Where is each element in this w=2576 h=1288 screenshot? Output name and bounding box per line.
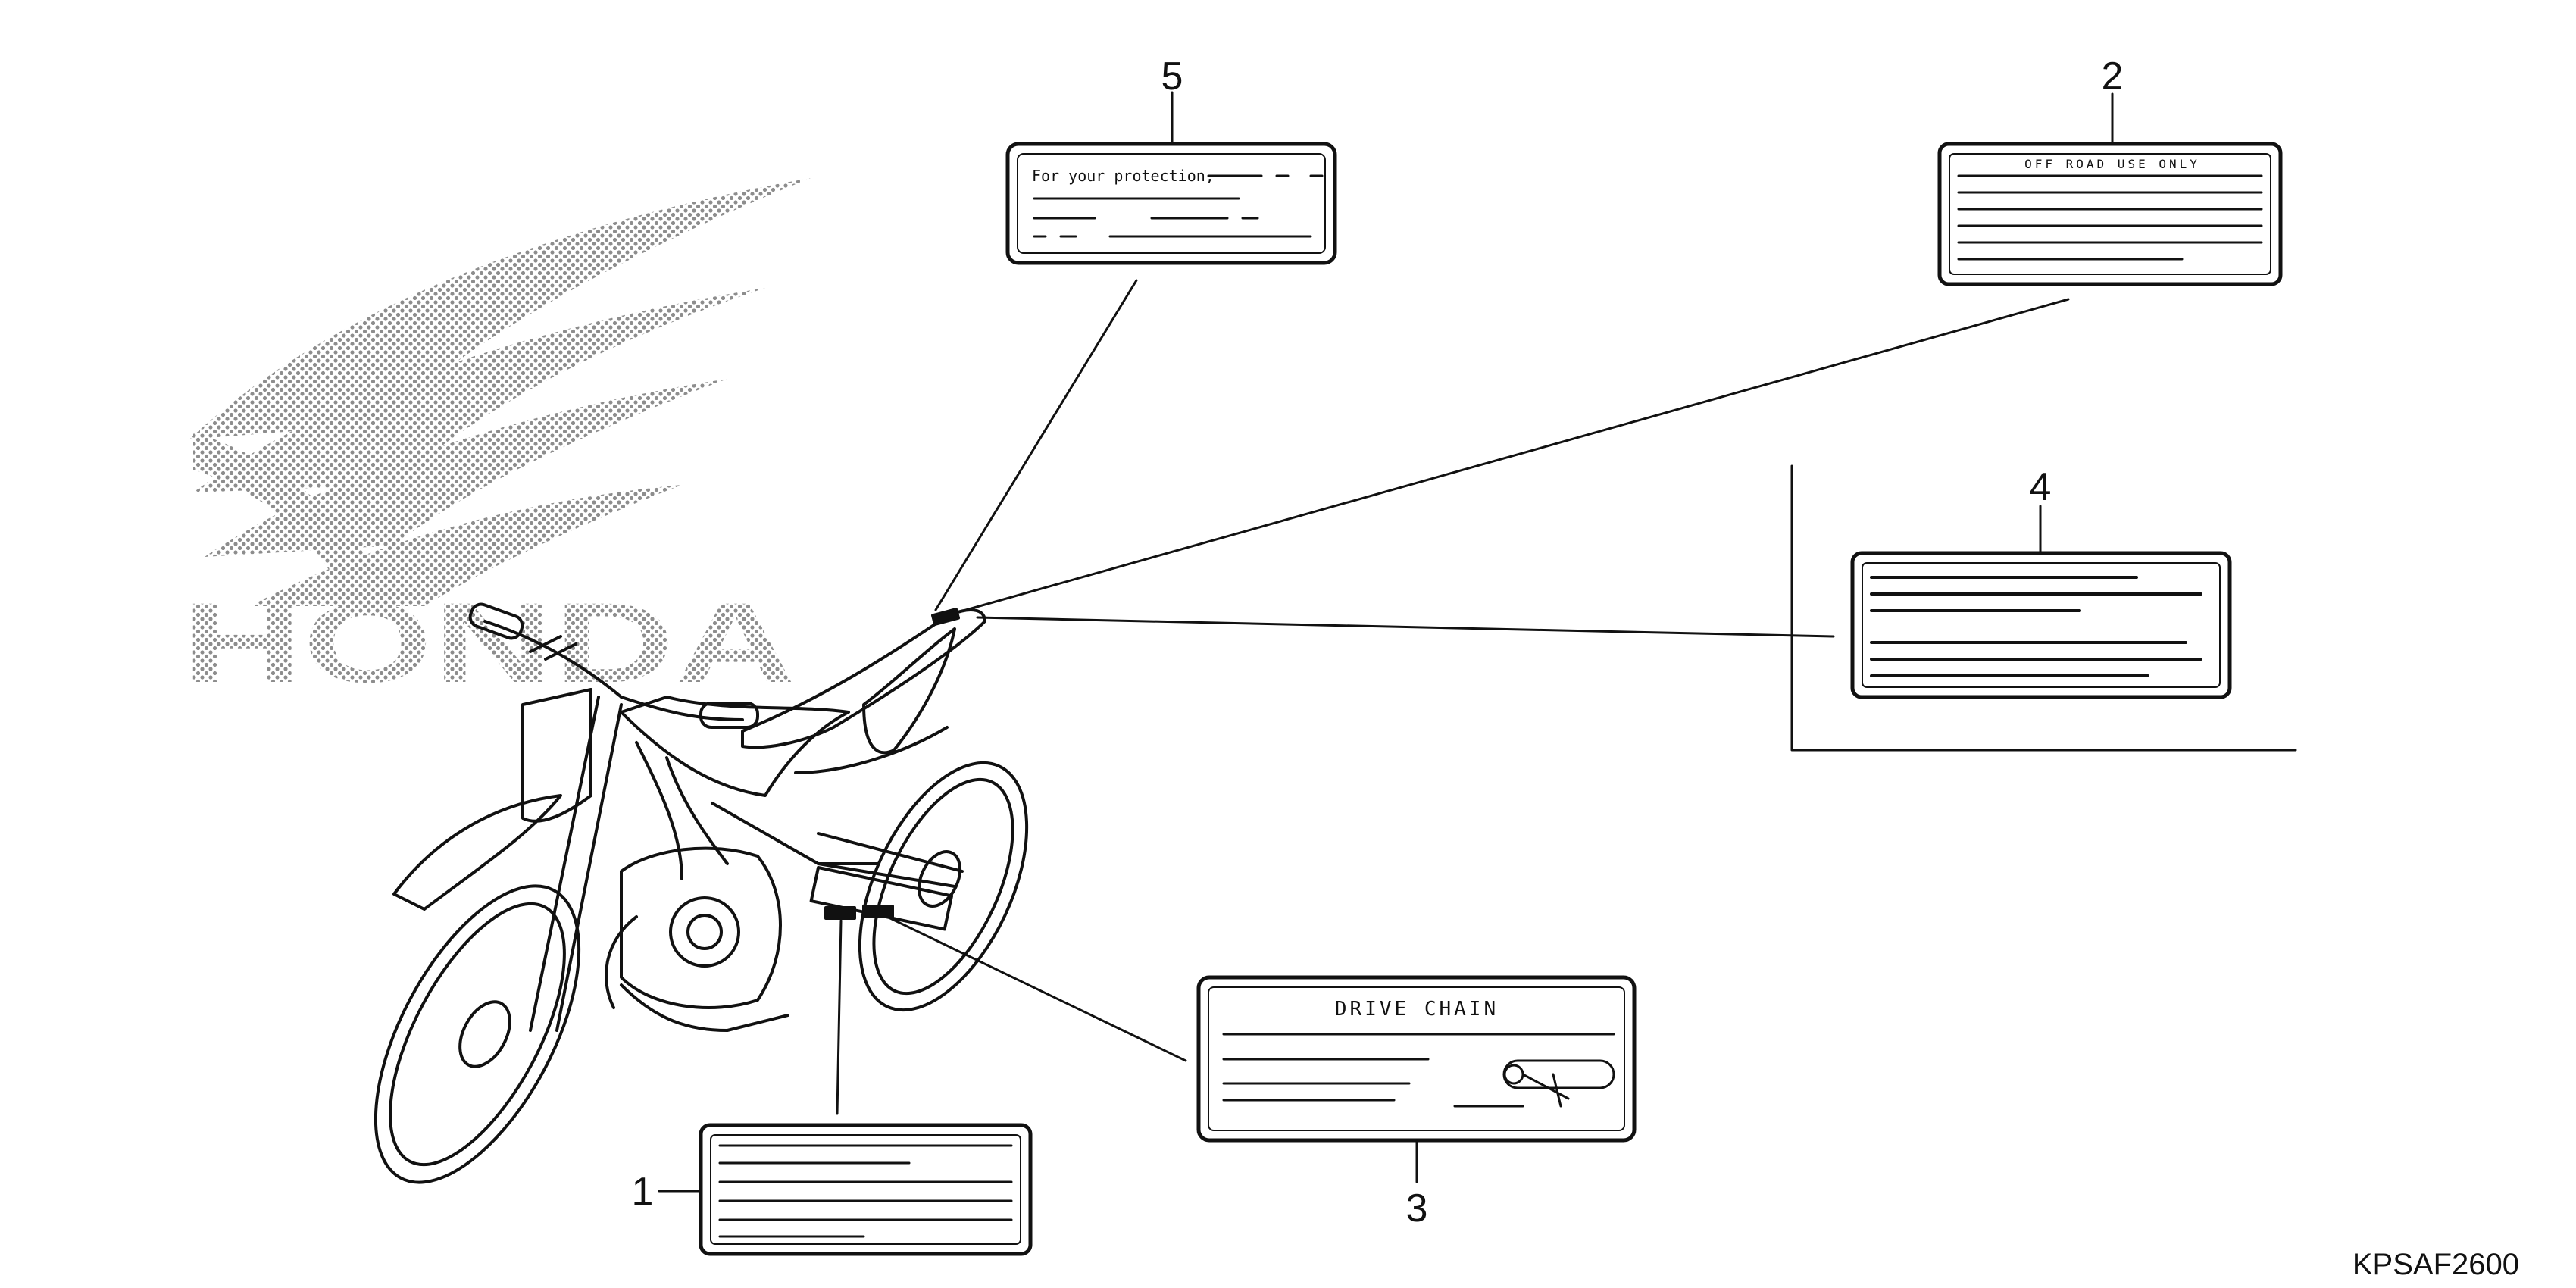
dirt-bike-illustration (374, 602, 1029, 1184)
callout-5-number: 5 (1161, 55, 1183, 98)
diagram-code: KPSAF2600 (2352, 1248, 2519, 1281)
honda-wing-logo-icon (189, 178, 811, 606)
callout-3-label: DRIVE CHAIN 3 (1196, 975, 1637, 1230)
callout-2-label: 2 OFF ROAD USE ONLY (1937, 55, 2283, 286)
callout-5-label: 5 For your protection, (1005, 55, 1337, 265)
callout-2-number: 2 (2102, 55, 2124, 98)
callout-1-label: 1 (632, 1123, 1033, 1256)
callout-4-number: 4 (2030, 465, 2052, 509)
chain-adjuster-icon (1502, 1059, 1615, 1108)
drive-chain-label-text: DRIVE CHAIN (1335, 998, 1499, 1021)
protection-label-text: For your protection, (1032, 167, 1215, 185)
callout-4-label: 4 (1850, 465, 2232, 699)
callout-1-number: 1 (632, 1170, 654, 1214)
honda-watermark-text: HONDA (182, 579, 796, 706)
off-road-label-text: OFF ROAD USE ONLY (2024, 157, 2200, 171)
callout-3-number: 3 (1406, 1186, 1428, 1230)
leader-lines (836, 279, 2297, 1115)
